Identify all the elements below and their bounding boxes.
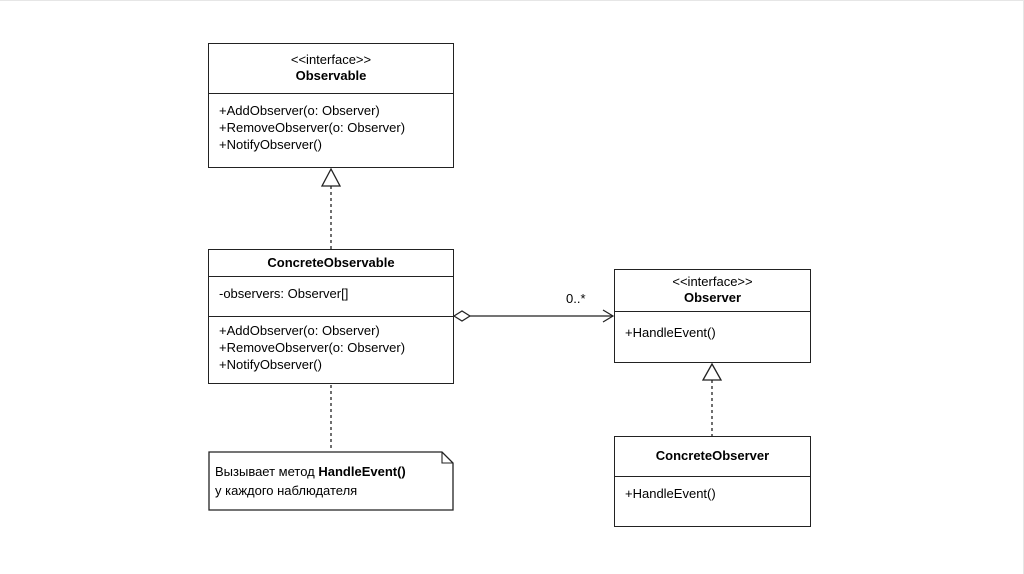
concrete-observer-name: ConcreteObserver xyxy=(655,448,770,463)
concrete-observer-header: ConcreteObserver xyxy=(615,437,810,477)
association-multiplicity: 0..* xyxy=(566,291,586,306)
observer-interface-box[interactable]: <<interface>> Observer +HandleEvent() xyxy=(614,269,811,363)
observable-stereotype: <<interface>> xyxy=(290,52,372,67)
concrete-observable-attributes: -observers: Observer[] xyxy=(209,277,453,317)
observer-name: Observer xyxy=(683,290,742,305)
note-prefix: Вызывает метод xyxy=(215,464,319,479)
note-text: Вызывает метод HandleEvent() у каждого н… xyxy=(215,462,406,500)
note-line2: у каждого наблюдателя xyxy=(215,483,358,498)
observer-methods: +HandleEvent() xyxy=(615,312,810,345)
note-method: HandleEvent() xyxy=(318,464,406,479)
realization-arrowhead-observer xyxy=(701,362,723,381)
observable-header: <<interface>> Observable xyxy=(209,44,453,94)
note-outline xyxy=(208,451,454,511)
aggregation-diamond xyxy=(452,310,472,322)
concrete-observable-header: ConcreteObservable xyxy=(209,250,453,277)
attribute-line: -observers: Observer[] xyxy=(219,286,349,301)
method-line: +RemoveObserver(o: Observer) xyxy=(219,120,406,135)
realization-arrowhead-observable xyxy=(320,167,342,187)
method-line: +AddObserver(o: Observer) xyxy=(219,323,380,338)
method-line: +AddObserver(o: Observer) xyxy=(219,103,380,118)
note-box[interactable]: Вызывает метод HandleEvent() у каждого н… xyxy=(208,451,454,511)
observer-stereotype: <<interface>> xyxy=(672,274,753,289)
concrete-observable-class-box[interactable]: ConcreteObservable -observers: Observer[… xyxy=(208,249,454,384)
aggregation-arrowhead xyxy=(602,309,615,323)
frame-top-border xyxy=(0,0,1024,1)
observable-methods: +AddObserver(o: Observer) +RemoveObserve… xyxy=(209,94,453,157)
concrete-observable-name: ConcreteObservable xyxy=(267,255,395,270)
observable-interface-box[interactable]: <<interface>> Observable +AddObserver(o:… xyxy=(208,43,454,168)
method-line: +HandleEvent() xyxy=(625,325,716,340)
observer-header: <<interface>> Observer xyxy=(615,270,810,312)
concrete-observer-class-box[interactable]: ConcreteObserver +HandleEvent() xyxy=(614,436,811,527)
method-line: +NotifyObserver() xyxy=(219,137,322,152)
observable-name: Observable xyxy=(295,68,367,83)
method-line: +NotifyObserver() xyxy=(219,357,322,372)
method-line: +RemoveObserver(o: Observer) xyxy=(219,340,406,355)
concrete-observer-methods: +HandleEvent() xyxy=(615,477,810,506)
method-line: +HandleEvent() xyxy=(625,486,716,501)
concrete-observable-methods: +AddObserver(o: Observer) +RemoveObserve… xyxy=(209,317,453,377)
